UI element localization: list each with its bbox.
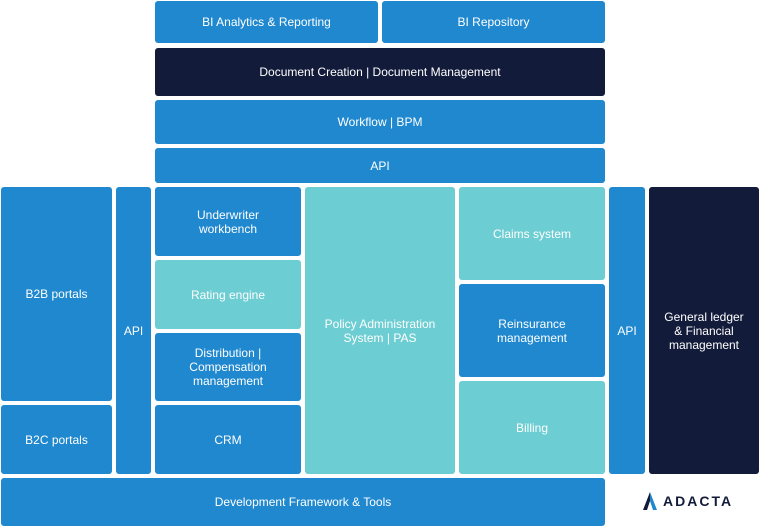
adacta-logo: ADACTA	[643, 490, 753, 512]
underwriter-workbench-block: Underwriter workbench	[155, 187, 301, 256]
b2c-portals-block: B2C portals	[1, 405, 112, 474]
right-api-block: API	[609, 187, 645, 474]
reinsurance-management-block: Reinsurance management	[459, 284, 605, 377]
document-management-block: Document Creation | Document Management	[155, 48, 605, 96]
billing-block: Billing	[459, 381, 605, 474]
distribution-compensation-block: Distribution | Compensation management	[155, 333, 301, 401]
top-api-block: API	[155, 148, 605, 183]
adacta-logo-icon	[643, 492, 657, 510]
left-api-block: API	[116, 187, 151, 474]
bi-repository-block: BI Repository	[382, 1, 605, 43]
general-ledger-block: General ledger & Financial management	[649, 187, 759, 474]
b2b-portals-block: B2B portals	[1, 187, 112, 401]
crm-block: CRM	[155, 405, 301, 474]
claims-system-block: Claims system	[459, 187, 605, 280]
rating-engine-block: Rating engine	[155, 260, 301, 329]
adacta-logo-text: ADACTA	[663, 493, 734, 509]
workflow-block: Workflow | BPM	[155, 100, 605, 144]
bi-analytics-block: BI Analytics & Reporting	[155, 1, 378, 43]
policy-administration-block: Policy Administration System | PAS	[305, 187, 455, 474]
development-framework-block: Development Framework & Tools	[1, 478, 605, 526]
